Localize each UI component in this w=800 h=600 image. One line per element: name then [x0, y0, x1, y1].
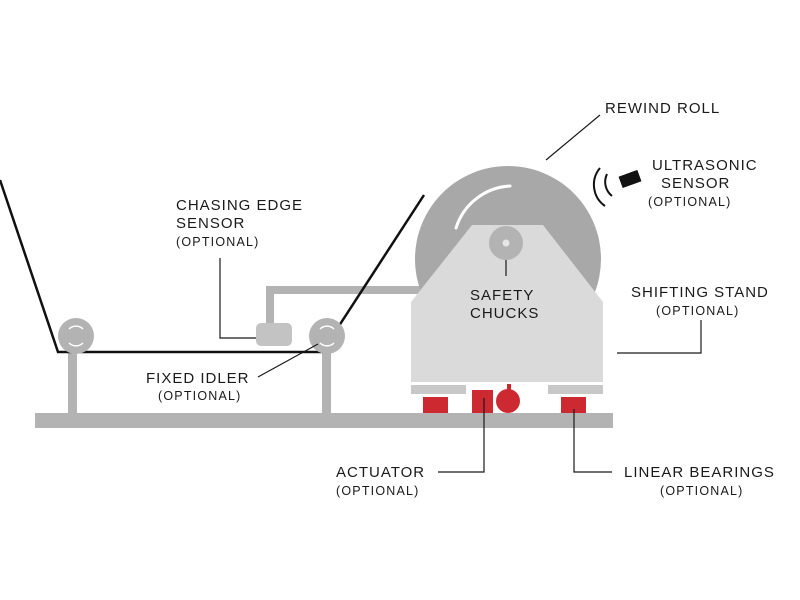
right-idler-post — [322, 348, 331, 414]
label-chasing-line1: CHASING EDGE — [176, 197, 303, 214]
linear-bearing-right — [561, 397, 586, 413]
rewind-roll-highlight — [454, 184, 512, 230]
sensor-bracket — [266, 286, 432, 325]
label-chasing-line2: SENSOR — [176, 215, 245, 232]
ultrasonic-sensor — [618, 169, 642, 189]
ultrasonic-wave-outer — [592, 167, 606, 207]
label-safety-line1: SAFETY — [470, 287, 534, 304]
label-linear-optional: (OPTIONAL) — [660, 484, 744, 498]
actuator-pin — [507, 384, 511, 393]
label-ultrasonic-optional: (OPTIONAL) — [648, 195, 732, 209]
label-chasing-optional: (OPTIONAL) — [176, 235, 260, 249]
label-rewind-roll: REWIND ROLL — [605, 100, 720, 117]
leader-shifting-stand — [617, 320, 702, 354]
label-actuator-optional: (OPTIONAL) — [336, 484, 420, 498]
chasing-edge-sensor — [256, 323, 292, 346]
label-actuator-line1: ACTUATOR — [336, 464, 425, 481]
leader-linear-bearings — [573, 409, 612, 473]
label-fixed-idler-optional: (OPTIONAL) — [158, 389, 242, 403]
leader-rewind-roll — [545, 114, 601, 161]
actuator-body — [472, 390, 493, 413]
leader-fixed-idler — [257, 343, 319, 378]
leader-chasing-edge — [219, 258, 256, 339]
safety-chuck-hub — [502, 239, 510, 247]
left-idler-roller — [58, 318, 94, 354]
linear-bearing-left — [423, 397, 448, 413]
ultrasonic-wave-inner — [604, 173, 613, 197]
label-ultrasonic-line1: ULTRASONIC — [652, 157, 758, 174]
stand-plate-right — [548, 385, 603, 394]
leader-actuator — [438, 398, 485, 473]
web-material — [0, 179, 426, 354]
left-idler-post — [68, 348, 77, 414]
label-shifting-line1: SHIFTING STAND — [631, 284, 769, 301]
right-idler-roller — [309, 318, 345, 354]
label-linear-line1: LINEAR BEARINGS — [624, 464, 775, 481]
actuator-wheel — [496, 389, 520, 413]
label-ultrasonic-line2: SENSOR — [661, 175, 730, 192]
base-rail — [35, 413, 613, 428]
label-fixed-idler-line1: FIXED IDLER — [146, 370, 250, 387]
shifting-stand — [411, 225, 603, 382]
stand-plate-left — [411, 385, 466, 394]
label-safety-line2: CHUCKS — [470, 305, 539, 322]
label-shifting-optional: (OPTIONAL) — [656, 304, 740, 318]
